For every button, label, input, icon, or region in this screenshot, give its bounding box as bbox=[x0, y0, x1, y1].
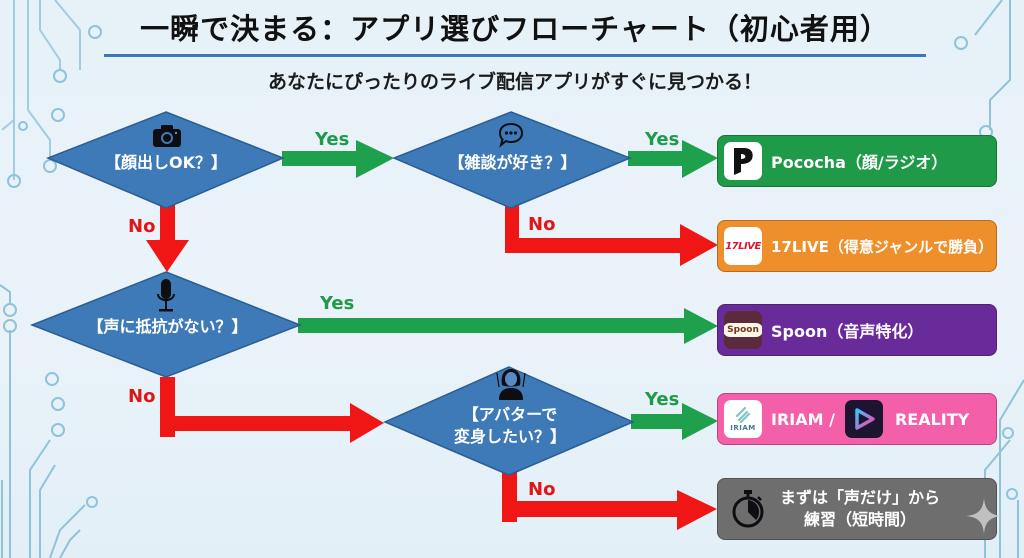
decision-chat-label: 【雑談が好き？】 bbox=[448, 153, 577, 172]
result-spoon[interactable]: Spoon Spoon（音声特化） bbox=[717, 304, 997, 356]
page-title: 一瞬で決まる：アプリ選びフローチャート（初心者用） bbox=[140, 12, 890, 46]
result-iriam-reality[interactable]: IRIAM IRIAM / REALITY bbox=[717, 393, 997, 445]
result-17live-label: 17LIVE（得意ジャンルで勝負） bbox=[771, 237, 994, 256]
arrow-no-chat-to-17live bbox=[505, 205, 718, 266]
arrow-yes-chat-to-pococha bbox=[628, 140, 718, 178]
title-divider bbox=[104, 54, 926, 57]
decision-avatar-label: 【アバターで 変身したい？】 bbox=[425, 404, 595, 448]
label-yes-avatar: Yes bbox=[645, 389, 680, 410]
result-pococha[interactable]: Pococha（顔/ラジオ） bbox=[717, 135, 997, 187]
decision-voice-label: 【声に抵抗がない？】 bbox=[87, 317, 248, 336]
label-no-avatar: No bbox=[528, 479, 556, 500]
label-yes-voice: Yes bbox=[320, 293, 355, 314]
result-pococha-label: Pococha（顔/ラジオ） bbox=[771, 153, 948, 172]
result-practice-line2: 練習（短時間） bbox=[804, 510, 917, 529]
pococha-logo-icon bbox=[724, 142, 762, 180]
result-practice[interactable]: まずは「声だけ」から 練習（短時間） bbox=[717, 478, 997, 540]
decision-avatar-line1: 【アバターで bbox=[462, 405, 558, 424]
page-subtitle: あなたにぴったりのライブ配信アプリがすぐに見つかる！ bbox=[267, 71, 762, 93]
result-17live[interactable]: 17LIVE 17LIVE（得意ジャンルで勝負） bbox=[717, 220, 997, 272]
reality-logo-icon bbox=[844, 400, 883, 438]
label-yes-chat: Yes bbox=[645, 129, 680, 150]
result-reality-label: REALITY bbox=[894, 409, 970, 429]
decision-face-label: 【顔出しOK？】 bbox=[104, 153, 227, 172]
iriam-logo-icon: IRIAM bbox=[724, 400, 762, 438]
decision-chat-diamond bbox=[392, 111, 633, 209]
label-no-chat: No bbox=[528, 214, 556, 235]
result-practice-line1: まずは「声だけ」から bbox=[780, 488, 941, 507]
spoon-logo-icon: Spoon bbox=[724, 311, 762, 349]
label-yes-face: Yes bbox=[315, 129, 350, 150]
camera-icon bbox=[153, 125, 181, 147]
decision-avatar-diamond bbox=[383, 366, 635, 476]
speech-bubble-icon bbox=[498, 122, 524, 148]
arrow-no-avatar-to-practice bbox=[502, 472, 717, 530]
arrow-no-face-to-voice bbox=[146, 205, 189, 272]
result-practice-label: まずは「声だけ」から 練習（短時間） bbox=[780, 487, 940, 531]
stopwatch-icon bbox=[732, 490, 764, 528]
decision-voice-diamond bbox=[29, 271, 303, 378]
arrow-yes-face-to-chat bbox=[282, 140, 394, 178]
result-iriam-label: IRIAM / bbox=[771, 409, 835, 429]
microphone-icon bbox=[157, 279, 175, 312]
decision-face-diamond bbox=[46, 111, 285, 209]
arrow-yes-avatar-to-iriam bbox=[631, 403, 718, 440]
label-no-voice: No bbox=[128, 386, 156, 407]
arrow-yes-voice-to-spoon bbox=[298, 308, 718, 344]
label-no-face: No bbox=[128, 216, 156, 237]
result-spoon-label: Spoon（音声特化） bbox=[771, 322, 924, 341]
17live-logo-icon: 17LIVE bbox=[724, 227, 762, 265]
avatar-person-icon bbox=[496, 369, 526, 400]
decision-avatar-line2: 変身したい？】 bbox=[453, 427, 566, 446]
sparkle-icon bbox=[966, 498, 1002, 534]
arrow-no-voice-to-avatar bbox=[160, 377, 384, 443]
